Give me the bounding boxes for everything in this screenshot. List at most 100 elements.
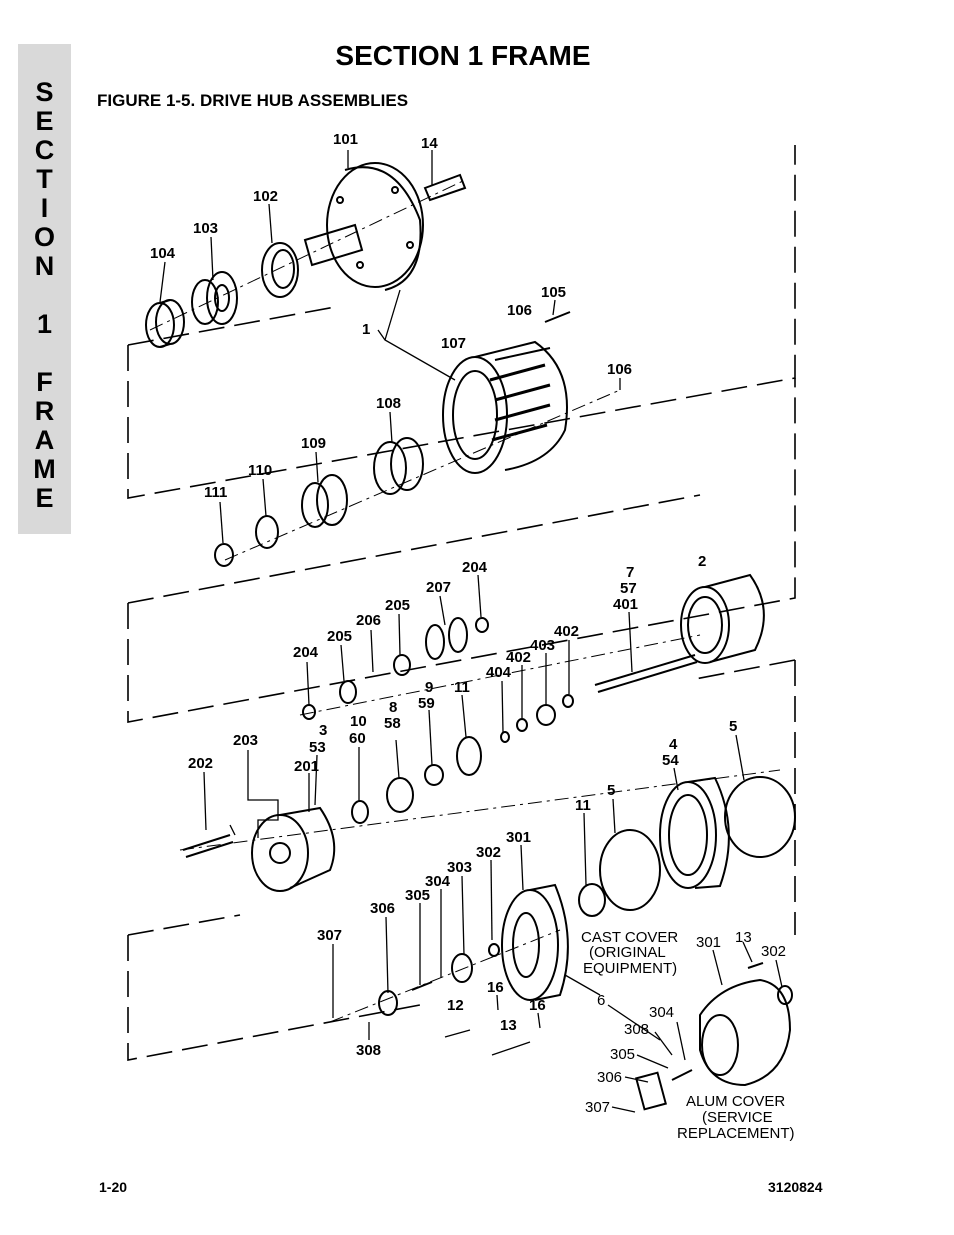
retaining-ring-111 <box>214 543 234 567</box>
callout-7: 7 <box>626 564 634 581</box>
ring-gear-2 <box>680 573 765 664</box>
callout-54: 54 <box>662 752 679 769</box>
gear-205a <box>393 654 411 676</box>
callout-301b: 301 <box>696 934 721 951</box>
o-ring-5b <box>599 829 661 911</box>
callout-202: 202 <box>188 755 213 772</box>
washer-402b <box>516 718 528 732</box>
callout-403: 403 <box>530 637 555 654</box>
callout-12: 12 <box>447 997 464 1014</box>
spacer-404 <box>500 731 510 743</box>
bearing-cup-108 <box>373 437 424 495</box>
thrust-washer-11b <box>578 883 606 917</box>
callout-305a: 305 <box>405 887 430 904</box>
callout-104: 104 <box>150 245 176 262</box>
callout-204b: 204 <box>293 644 319 661</box>
side-letter: T <box>36 164 53 194</box>
callout-57: 57 <box>620 580 637 597</box>
callout-13b: 13 <box>735 929 752 946</box>
callout-307a: 307 <box>317 927 342 944</box>
callout-306b: 306 <box>597 1069 622 1086</box>
callout-53: 53 <box>309 739 326 756</box>
callout-105: 105 <box>541 284 566 301</box>
assembly-frame-carrier <box>127 378 796 723</box>
callout-11b: 11 <box>575 797 591 814</box>
side-letter: O <box>33 222 55 252</box>
callout-303: 303 <box>447 859 472 876</box>
bolt-105 <box>544 311 571 323</box>
side-letter: E <box>35 483 54 513</box>
o-ring-5a <box>724 776 796 858</box>
callout-16a: 16 <box>487 979 504 996</box>
side-letter: R <box>34 396 55 426</box>
callout-106a: 106 <box>507 302 532 319</box>
callout-201: 201 <box>294 758 319 775</box>
document-number: 3120824 <box>768 1179 823 1195</box>
callout-110: 110 <box>248 462 272 479</box>
thrust-washer-110 <box>255 515 279 549</box>
callout-301a: 301 <box>506 829 531 846</box>
callout-60: 60 <box>349 730 366 747</box>
bushing-10 <box>351 800 369 824</box>
callout-3: 3 <box>319 722 327 739</box>
alum-cover-caption-line2: (SERVICE <box>702 1109 773 1126</box>
leader-lines <box>159 150 783 1113</box>
input-shaft-401-edge <box>597 661 698 693</box>
callout-308b: 308 <box>624 1021 649 1038</box>
pin-202-edge <box>185 841 234 858</box>
side-letter: F <box>36 367 53 397</box>
callout-308a: 308 <box>356 1042 381 1059</box>
callout-10: 10 <box>350 713 367 730</box>
callout-103: 103 <box>193 220 218 237</box>
alum-cover-caption-line3: REPLACEMENT) <box>677 1125 795 1142</box>
callout-59: 59 <box>418 695 435 712</box>
callout-304a: 304 <box>425 873 451 890</box>
callout-101: 101 <box>333 131 358 148</box>
callout-13a: 13 <box>500 1017 517 1034</box>
callout-203: 203 <box>233 732 258 749</box>
spindle-101 <box>303 162 424 291</box>
assembly-frame-hub <box>127 145 796 499</box>
callout-16b: 16 <box>529 997 546 1014</box>
cast-cover-301 <box>501 883 569 1001</box>
side-letter: I <box>40 193 49 223</box>
callout-302a: 302 <box>476 844 501 861</box>
pin-202 <box>182 834 231 851</box>
spring-403 <box>536 704 556 726</box>
bearing-cone-103 <box>191 271 238 325</box>
rod-305 <box>411 981 433 991</box>
alum-cover-301 <box>699 978 792 1087</box>
side-tab-letters: S E C T I O N 1 F R A M E <box>18 78 71 513</box>
cast-cover-caption-line1: CAST COVER <box>581 929 678 946</box>
bearing-cup-104 <box>145 299 185 348</box>
gear-8 <box>386 777 414 813</box>
callout-307b: 307 <box>585 1099 610 1116</box>
callout-402a: 402 <box>554 623 579 640</box>
callout-1: 1 <box>362 321 370 338</box>
hub-107 <box>442 340 568 474</box>
spacer-9 <box>424 764 444 786</box>
callout-302b: 302 <box>761 943 786 960</box>
page-title: SECTION 1 FRAME <box>335 40 591 71</box>
stud-14 <box>423 173 467 202</box>
callout-8: 8 <box>389 699 397 716</box>
assembly-frame-cover <box>127 659 796 1061</box>
disconnect-cap-303 <box>451 953 473 983</box>
callout-6: 6 <box>597 992 605 1009</box>
section-side-tab: S E C T I O N 1 F R A M E <box>18 44 71 534</box>
cast-cover-caption-line3: EQUIPMENT) <box>583 960 677 977</box>
side-letter: 1 <box>36 309 53 339</box>
input-shaft-401 <box>594 654 696 686</box>
gear-205b <box>339 680 357 704</box>
callout-2: 2 <box>698 553 706 570</box>
side-letter: M <box>33 454 56 484</box>
callout-108: 108 <box>376 395 401 412</box>
cover-ring-gear-4 <box>659 776 730 889</box>
cast-cover-caption-line2: (ORIGINAL <box>589 944 666 961</box>
o-ring-302-alum <box>777 985 793 1005</box>
callout-14: 14 <box>421 135 438 152</box>
side-letter: S <box>35 77 54 107</box>
callout-402b: 402 <box>506 649 531 666</box>
washer-204a <box>475 617 489 633</box>
